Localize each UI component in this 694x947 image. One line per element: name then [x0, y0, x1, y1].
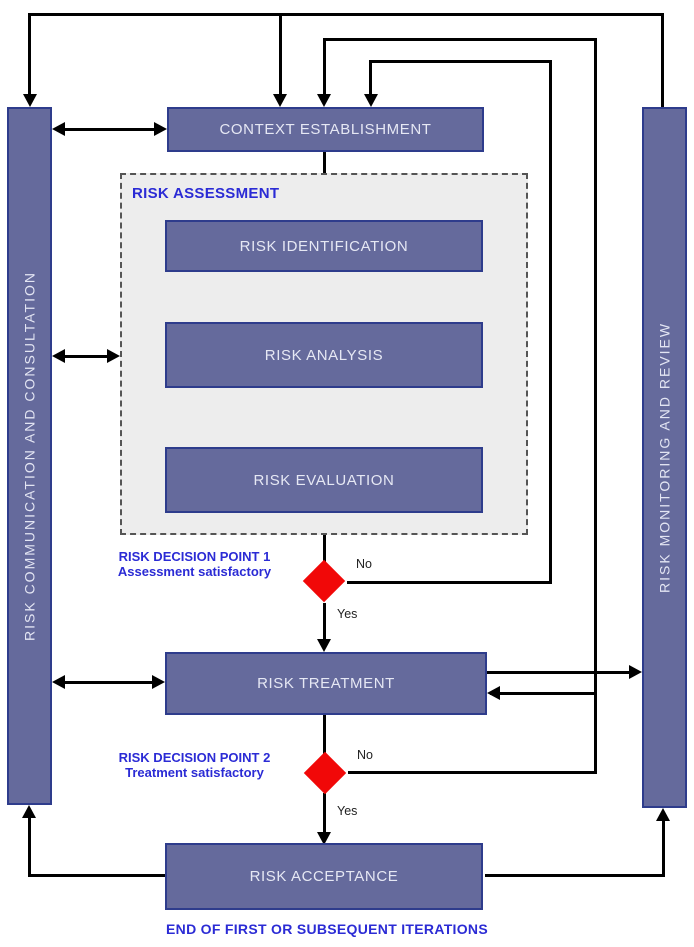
arrowhead-leftbar-assessment-right-icon — [107, 349, 120, 363]
connector-loop1-top — [371, 60, 551, 63]
risk-monitoring-bar: RISK MONITORING AND REVIEW — [642, 107, 687, 808]
connector-top-outer — [29, 13, 664, 16]
risk-treatment-label: RISK TREATMENT — [257, 675, 395, 692]
context-establishment-box: CONTEXT ESTABLISHMENT — [167, 107, 484, 152]
decision1-no-label: No — [356, 557, 372, 571]
decision2-annotation: RISK DECISION POINT 2 Treatment satisfac… — [92, 750, 297, 780]
risk-analysis-label: RISK ANALYSIS — [264, 346, 384, 364]
connector-top-outer-right-drop — [661, 13, 664, 107]
risk-communication-bar: RISK COMMUNICATION AND CONSULTATION — [7, 107, 52, 805]
arrowhead-into-right-bar-icon — [629, 665, 642, 679]
connector-left-bar-bottom-riser — [28, 818, 31, 877]
arrowhead-leftbar-treatment-left-icon — [52, 675, 65, 689]
decision1-subtitle: Assessment satisfactory — [117, 564, 272, 579]
arrowhead-into-context-3-icon — [364, 94, 378, 107]
footer-caption: END OF FIRST OR SUBSEQUENT ITERATIONS — [166, 921, 488, 937]
connector-decision2-no-line — [348, 771, 597, 774]
connector-top-outer-left-drop — [28, 13, 31, 94]
risk-communication-bar-label: RISK COMMUNICATION AND CONSULTATION — [21, 271, 38, 641]
risk-acceptance-label: RISK ACCEPTANCE — [249, 868, 399, 885]
decision2-yes-label: Yes — [337, 804, 358, 818]
arrowhead-into-acceptance-icon — [317, 832, 331, 845]
risk-identification-box: RISK IDENTIFICATION — [165, 220, 483, 272]
risk-decision-point-2-diamond — [303, 751, 347, 795]
risk-evaluation-label: RISK EVALUATION — [253, 471, 395, 489]
connector-decision2-yes — [323, 793, 326, 832]
risk-identification-label: RISK IDENTIFICATION — [239, 237, 409, 255]
connector-top-outer-context-drop — [279, 13, 282, 94]
connector-leftbar-assessment — [60, 355, 112, 358]
connector-treatment-to-decision2 — [323, 715, 326, 755]
decision1-yes-label: Yes — [337, 607, 358, 621]
connector-leftbar-treatment — [60, 681, 157, 684]
arrowhead-leftbar-treatment-right-icon — [152, 675, 165, 689]
risk-decision-point-1-diamond — [302, 559, 346, 603]
connector-loop2-right-riser — [594, 38, 597, 773]
decision2-subtitle: Treatment satisfactory — [125, 765, 264, 780]
connector-leftbar-context — [60, 128, 160, 131]
arrowhead-into-context-2-icon — [317, 94, 331, 107]
risk-assessment-group-label: RISK ASSESSMENT — [132, 185, 280, 202]
risk-evaluation-box: RISK EVALUATION — [165, 447, 483, 513]
connector-decision1-no-line — [347, 581, 552, 584]
connector-acceptance-to-left-bar — [29, 874, 167, 877]
connector-loop1-right-riser — [549, 60, 552, 583]
connector-decision1-yes — [323, 603, 326, 639]
connector-loop2-left-drop — [323, 38, 326, 94]
decision1-annotation: RISK DECISION POINT 1 Assessment satisfa… — [92, 549, 297, 579]
risk-analysis-box: RISK ANALYSIS — [165, 322, 483, 388]
arrowhead-into-right-bar-bottom-icon — [656, 808, 670, 821]
decision2-title: RISK DECISION POINT 2 — [118, 750, 271, 765]
connector-loop1-left-drop — [369, 60, 372, 94]
connector-loop2-into-treatment — [490, 692, 597, 695]
decision1-title: RISK DECISION POINT 1 — [118, 549, 271, 564]
connector-treatment-to-monitoring — [487, 671, 629, 674]
arrowhead-leftbar-assessment-left-icon — [52, 349, 65, 363]
risk-acceptance-box: RISK ACCEPTANCE — [165, 843, 483, 910]
context-establishment-label: CONTEXT ESTABLISHMENT — [219, 121, 432, 138]
risk-treatment-box: RISK TREATMENT — [165, 652, 487, 715]
arrowhead-into-left-bar-bottom-icon — [22, 805, 36, 818]
decision2-no-label: No — [357, 748, 373, 762]
connector-evaluation-to-decision1 — [323, 513, 326, 562]
arrowhead-into-treatment-top-icon — [317, 639, 331, 652]
connector-loop2-top — [324, 38, 597, 41]
arrowhead-into-treatment-right-icon — [487, 686, 500, 700]
connector-acceptance-to-right-bar — [485, 874, 665, 877]
arrowhead-leftbar-context-left-icon — [52, 122, 65, 136]
arrowhead-into-context-1-icon — [273, 94, 287, 107]
connector-right-bar-bottom-riser — [662, 821, 665, 877]
arrowhead-into-left-bar-top-icon — [23, 94, 37, 107]
risk-monitoring-bar-label: RISK MONITORING AND REVIEW — [656, 321, 673, 594]
arrowhead-leftbar-context-right-icon — [154, 122, 167, 136]
